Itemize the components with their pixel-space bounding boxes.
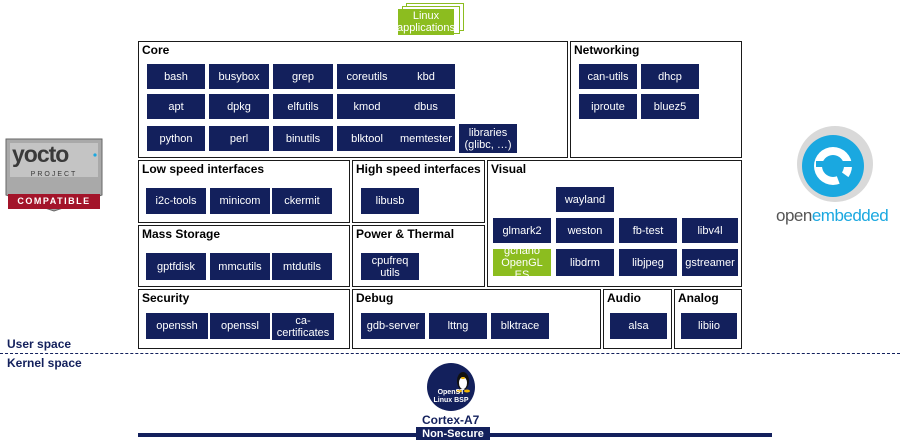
- pkg-libjpeg: libjpeg: [619, 249, 677, 276]
- pkg-ckermit: ckermit: [272, 188, 332, 214]
- yocto-logo: yocto PROJECT COMPATIBLE: [4, 137, 104, 213]
- pkg-alsa: alsa: [610, 313, 667, 339]
- debug-title: Debug: [356, 291, 394, 305]
- pkg-elfutils: elfutils: [273, 94, 333, 119]
- audio-title: Audio: [607, 291, 641, 305]
- openembedded-logo: openembedded: [770, 124, 900, 234]
- pkg-cpufreq-utils: cpufreq utils: [361, 253, 419, 280]
- pkg-bluez5: bluez5: [641, 94, 699, 119]
- audio-section: Audio alsa: [603, 289, 672, 349]
- networking-section: Networking can-utils dhcp iproute bluez5: [570, 41, 742, 158]
- pkg-memtester: memtester: [397, 126, 455, 151]
- pkg-coreutils: coreutils: [337, 64, 397, 89]
- bsp-line2: Linux BSP: [433, 397, 469, 404]
- linux-applications: Linux applications: [396, 9, 456, 35]
- cpu-label: Cortex-A7: [422, 413, 480, 427]
- pkg-dhcp: dhcp: [641, 64, 699, 89]
- pkg-kbd: kbd: [397, 64, 455, 89]
- pkg-libusb: libusb: [361, 188, 419, 214]
- openembedded-embedded: embedded: [811, 206, 889, 225]
- bsp-badge: OpenST Linux BSP: [425, 362, 477, 412]
- high-speed-section: High speed interfaces libusb: [352, 160, 485, 223]
- low-speed-section: Low speed interfaces i2c-tools minicom c…: [138, 160, 350, 223]
- pkg-gptfdisk: gptfdisk: [146, 253, 206, 280]
- tux-penguin-icon: [427, 363, 475, 411]
- pkg-libv4l: libv4l: [682, 218, 738, 243]
- pkg-weston: weston: [556, 218, 614, 243]
- mass-storage-section: Mass Storage gptfdisk mmcutils mtdutils: [138, 225, 350, 287]
- mass-storage-title: Mass Storage: [142, 227, 221, 241]
- power-thermal-section: Power & Thermal cpufreq utils: [352, 225, 485, 287]
- pkg-iproute: iproute: [579, 94, 637, 119]
- openembedded-e-icon: [797, 126, 873, 202]
- networking-title: Networking: [574, 43, 640, 57]
- pkg-gdb-server: gdb-server: [361, 313, 425, 339]
- pkg-blktool: blktool: [337, 126, 397, 151]
- pkg-mmcutils: mmcutils: [210, 253, 270, 280]
- pkg-blktrace: blktrace: [491, 313, 549, 339]
- yocto-compatible-badge: COMPATIBLE: [17, 196, 91, 206]
- core-title: Core: [142, 43, 170, 57]
- pkg-libdrm: libdrm: [556, 249, 614, 276]
- core-section: Core bash busybox grep coreutils kbd apt…: [138, 41, 568, 158]
- kernel-space-label: Kernel space: [7, 356, 82, 370]
- visual-title: Visual: [491, 162, 527, 176]
- pkg-libiio: libiio: [681, 313, 737, 339]
- pkg-dbus: dbus: [397, 94, 455, 119]
- analog-section: Analog libiio: [674, 289, 742, 349]
- pkg-can-utils: can-utils: [579, 64, 637, 89]
- bsp-line1: OpenST: [437, 389, 465, 396]
- pkg-openssl: openssl: [210, 313, 270, 339]
- power-thermal-title: Power & Thermal: [356, 227, 455, 241]
- high-speed-title: High speed interfaces: [356, 162, 481, 176]
- pkg-glmark2: glmark2: [493, 218, 551, 243]
- pkg-libraries: libraries (glibc, …): [459, 124, 517, 153]
- pkg-wayland: wayland: [556, 187, 614, 212]
- pkg-python: python: [147, 126, 205, 151]
- pkg-grep: grep: [273, 64, 333, 89]
- pkg-gstreamer: gstreamer: [682, 249, 738, 276]
- yocto-project-text: PROJECT: [30, 171, 78, 178]
- pkg-perl: perl: [209, 126, 269, 151]
- security-section: Security openssh openssl ca- certificate…: [138, 289, 350, 349]
- analog-title: Analog: [678, 291, 719, 305]
- pkg-kmod: kmod: [337, 94, 397, 119]
- pkg-lttng: lttng: [429, 313, 487, 339]
- non-secure-label: Non-Secure: [416, 427, 490, 440]
- pkg-dpkg: dpkg: [209, 94, 269, 119]
- low-speed-title: Low speed interfaces: [142, 162, 265, 176]
- yocto-shield-icon: [5, 138, 103, 212]
- yocto-wordmark: yocto: [12, 141, 69, 167]
- openembedded-wordmark: openembedded: [776, 206, 889, 226]
- pkg-ca-certificates: ca- certificates: [272, 313, 334, 340]
- pkg-i2c-tools: i2c-tools: [146, 188, 206, 214]
- pkg-fb-test: fb-test: [619, 218, 677, 243]
- user-kernel-divider: [0, 353, 900, 354]
- pkg-busybox: busybox: [209, 64, 269, 89]
- pkg-gcnano-opengl: gcnano OpenGL ES: [493, 245, 551, 281]
- visual-section: Visual wayland glmark2 weston fb-test li…: [487, 160, 742, 287]
- openembedded-open: open: [776, 206, 812, 225]
- pkg-binutils: binutils: [273, 126, 333, 151]
- pkg-apt: apt: [147, 94, 205, 119]
- pkg-mtdutils: mtdutils: [272, 253, 332, 280]
- debug-section: Debug gdb-server lttng blktrace: [352, 289, 601, 349]
- security-title: Security: [142, 291, 190, 305]
- user-space-label: User space: [7, 337, 72, 351]
- pkg-minicom: minicom: [210, 188, 270, 214]
- pkg-bash: bash: [147, 64, 205, 89]
- pkg-openssh: openssh: [146, 313, 208, 339]
